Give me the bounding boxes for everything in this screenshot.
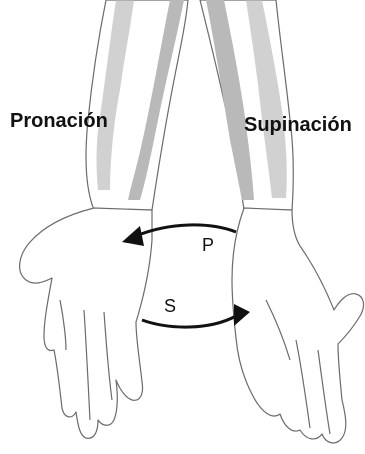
arrow-s-label: S [164, 296, 176, 317]
arrow-p-label: P [202, 235, 214, 256]
pronation-label: Pronación [10, 110, 108, 133]
supination-arrow [142, 316, 236, 327]
right-hand [232, 208, 363, 443]
supination-label: Supinación [244, 114, 352, 137]
